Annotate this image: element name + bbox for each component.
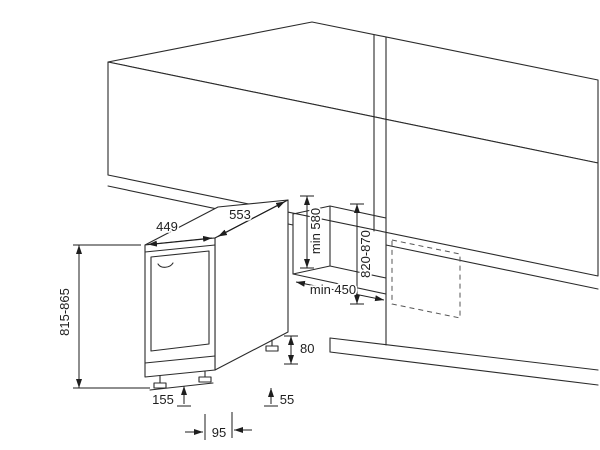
floor (329, 293, 599, 386)
counter-shadow-right (385, 244, 599, 290)
back-foot (265, 345, 279, 352)
floor-line-bottom (329, 351, 599, 386)
kick-panel-line (144, 355, 216, 364)
dim-appliance-width-label: 449 (156, 219, 178, 234)
dimensions: 449 553 815-865 min 580 820-870 min 45 (55, 195, 385, 442)
door-handle-icon (157, 262, 174, 268)
dim-appliance-width-line (147, 235, 213, 247)
dim-base-height-label: 80 (300, 341, 314, 356)
dim-niche-depth-label: min 580 (308, 208, 323, 254)
dim-install-height-label: 820-870 (358, 230, 373, 278)
dim-foot-back-offset: 55 (264, 388, 296, 409)
dim-appliance-height-label: 815-865 (57, 288, 72, 336)
dim-appliance-depth-label: 553 (229, 207, 251, 222)
niche-ceiling-left-edge (292, 205, 331, 215)
dim-niche-width-label: min 450 (310, 282, 356, 297)
dim-base-height: 80 (284, 335, 316, 365)
dim-foot-front-label: 155 (152, 392, 174, 407)
hidden-panel-outline (391, 239, 461, 319)
dim-plinth-recess: 95 (185, 412, 252, 442)
dim-niche-width: min 450 (295, 280, 385, 302)
dim-appliance-depth: 553 (217, 201, 286, 237)
floor-line-top (329, 337, 599, 371)
dim-plinth-label: 95 (212, 425, 226, 440)
dim-install-height: 820-870 (350, 203, 375, 305)
dim-appliance-height: 815-865 (55, 244, 150, 389)
niche-floor-left-edge (292, 265, 331, 275)
dim-niche-depth: min 580 (300, 195, 325, 269)
dim-appliance-width: 449 (147, 217, 213, 247)
counter-front-face (107, 61, 599, 277)
dim-foot-front-offset: 155 (150, 386, 191, 409)
dishwasher-front-face (144, 237, 216, 378)
front-left-foot (153, 382, 167, 389)
door-outline (150, 250, 210, 352)
dim-niche-width-line (295, 280, 385, 302)
dim-foot-back-label: 55 (280, 392, 294, 407)
front-right-foot (198, 376, 212, 383)
dim-appliance-depth-line (217, 201, 286, 237)
